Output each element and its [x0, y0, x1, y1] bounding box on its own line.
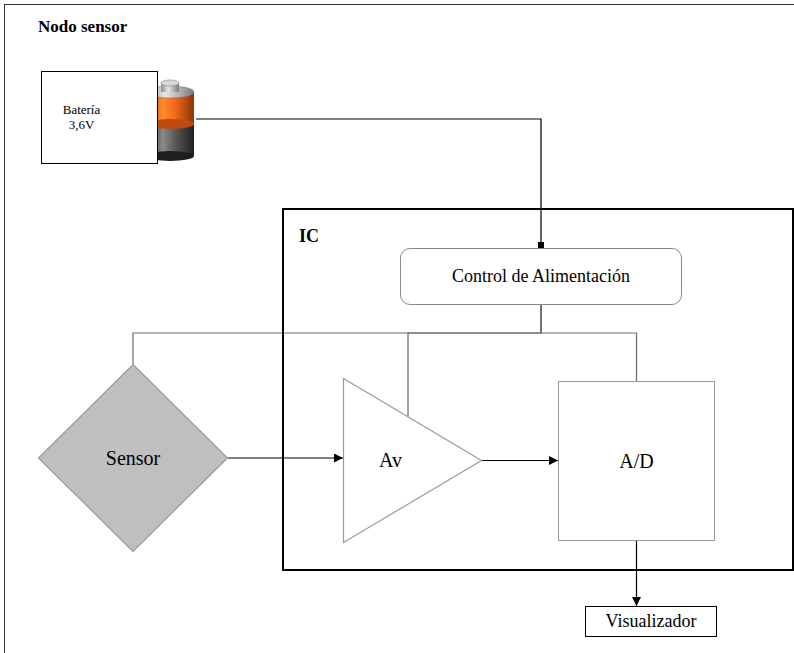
text-holder: Sensor — [38, 364, 228, 552]
adc-box-label: A/D — [619, 450, 653, 473]
text-holder: Visualizador — [586, 607, 716, 636]
system-boundary-label: Nodo sensor — [5, 5, 794, 37]
display-box-label: Visualizador — [606, 611, 697, 632]
battery-box: Batería 3,6V — [41, 71, 158, 164]
text-holder: Batería 3,6V — [42, 72, 157, 163]
power-wire — [541, 305, 637, 381]
sensor-diamond: Sensor — [38, 364, 228, 552]
power-control-box-label: Control de Alimentación — [452, 266, 630, 287]
triangle-outline — [343, 378, 482, 543]
system-boundary: Nodo sensorBatería 3,6V IC Control de Alim… — [4, 4, 794, 653]
outline — [39, 365, 228, 552]
adc-box: A/D — [558, 381, 715, 541]
power-wire — [408, 305, 541, 417]
sensor-diamond-label: Sensor — [106, 447, 160, 470]
power-control-box: Control de Alimentación — [400, 248, 682, 305]
battery-box-label: Batería 3,6V — [52, 103, 112, 133]
outline — [344, 379, 482, 543]
text-holder: Control de Alimentación — [401, 249, 681, 304]
text-holder: Av — [343, 378, 482, 543]
amplifier-triangle: Av — [343, 378, 482, 543]
signal-arrow — [228, 457, 343, 458]
power-wire — [196, 119, 541, 248]
amplifier-triangle-label: Av — [379, 449, 402, 472]
signal-arrow — [482, 460, 558, 461]
text-holder: A/D — [559, 382, 714, 540]
power-wire — [133, 305, 541, 364]
ic-package: IC Control de AlimentaciónAv A/D — [282, 208, 794, 571]
ic-package-label: IC — [284, 210, 792, 247]
display-box: Visualizador — [585, 606, 717, 637]
signal-arrow — [636, 541, 637, 606]
